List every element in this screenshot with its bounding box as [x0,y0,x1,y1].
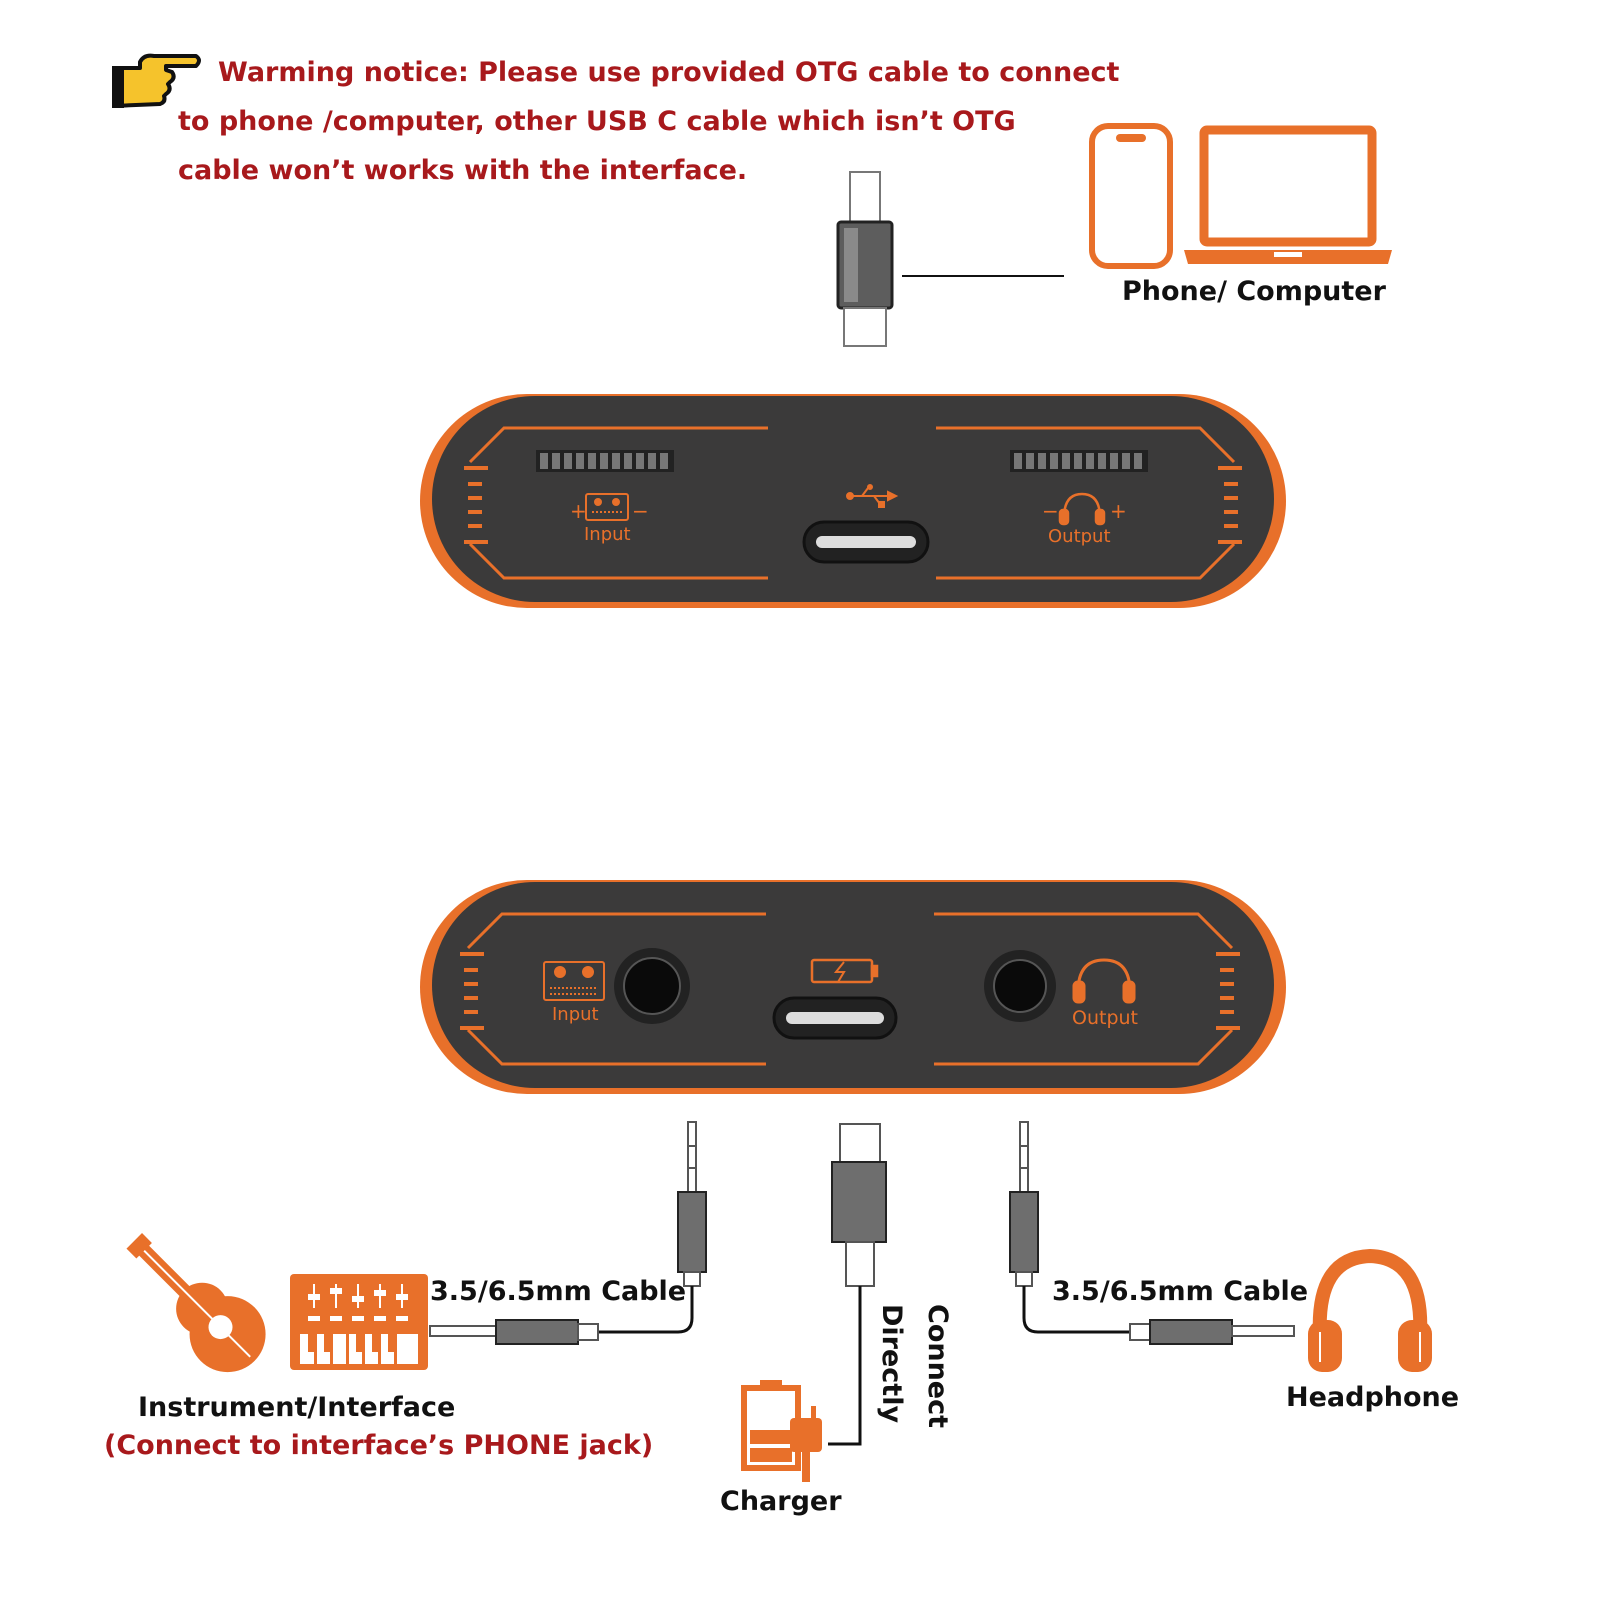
instrument-label: Instrument/Interface [138,1392,456,1423]
warning-line-1: Warming notice: Please use provided OTG … [218,57,1120,88]
battery-icon [810,958,879,984]
laptop-icon [1184,125,1392,264]
headphone-label: Headphone [1286,1382,1460,1413]
pointing-hand-icon [112,53,201,108]
top-plus-left: + [570,499,587,523]
bottom-output-label: Output [1072,1007,1138,1029]
warning-notice: Warming notice: Please use provided OTG … [118,48,1120,195]
warning-line-2: to phone /computer, other USB C cable wh… [178,106,1016,137]
usb-c-plug-bottom [828,1123,887,1446]
charger-label: Charger [720,1486,842,1517]
headphone-icon [1308,1248,1432,1372]
top-plus-right: + [1110,499,1127,523]
directly-label: Directly [876,1304,907,1424]
bottom-input-mixer-icon [543,961,605,1001]
left-trs-plug-vertical [598,1121,707,1334]
top-output-label: Output [1048,526,1111,547]
input-volume-wheel[interactable] [536,450,674,472]
top-interface-device: + − Input − + Output [420,394,1286,608]
bottom-interface-device: Input Output [420,880,1286,1094]
top-minus-left: − [632,499,649,523]
left-trs-plug-horizontal [429,1319,599,1345]
top-minus-right: − [1042,499,1059,523]
cable-label-right: 3.5/6.5mm Cable [1052,1276,1309,1307]
input-mixer-icon [585,493,629,521]
usb-icon [846,484,899,508]
input-audio-jack[interactable] [614,948,690,1024]
bottom-output-headphone-icon [1072,958,1136,1004]
output-audio-jack[interactable] [984,950,1056,1022]
usb-c-port-top[interactable] [802,520,930,564]
output-headphone-icon [1058,492,1106,526]
phone-computer-label: Phone/ Computer [1122,276,1386,307]
right-trs-plug-vertical [1009,1121,1130,1334]
phone-icon [1089,123,1173,269]
charger-icon [741,1380,822,1482]
usb-c-port-bottom[interactable] [772,996,898,1040]
connect-label: Connect [922,1304,953,1429]
right-trs-plug-horizontal [1129,1319,1295,1345]
cable-label-left: 3.5/6.5mm Cable [430,1276,687,1307]
bottom-cables [429,1121,1295,1446]
output-volume-wheel[interactable] [1010,450,1148,472]
instrument-note: (Connect to interface’s PHONE jack) [104,1430,654,1461]
guitar-icon [126,1233,266,1373]
top-input-label: Input [584,524,631,545]
warning-line-3: cable won’t works with the interface. [178,155,748,186]
mixer-icon [290,1274,428,1370]
usb-c-plug-top [836,171,1064,347]
bottom-input-label: Input [552,1004,599,1025]
